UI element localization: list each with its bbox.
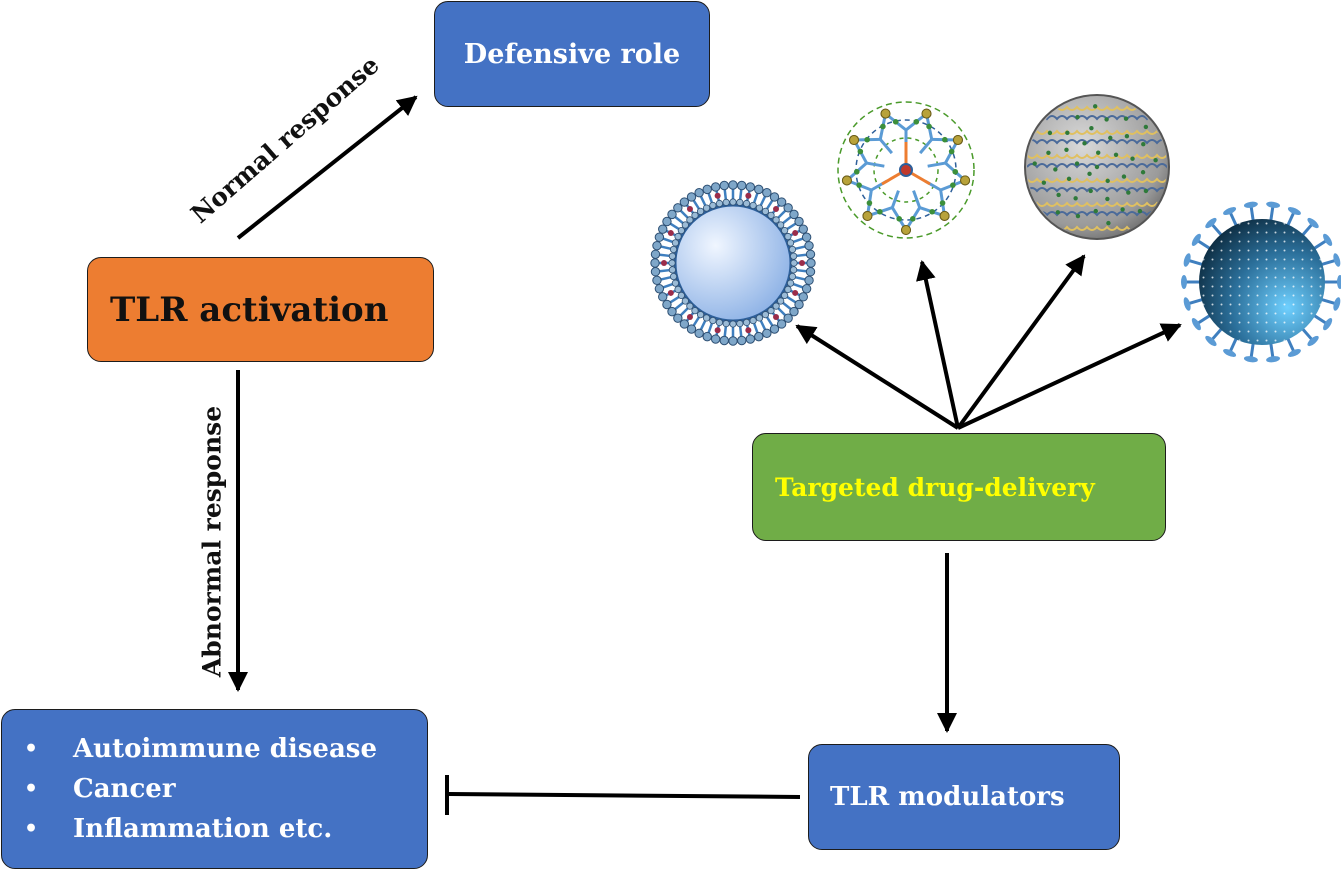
arrow-to-liposome [795, 324, 960, 430]
liposome-icon [650, 180, 816, 346]
defensive-role-label: Defensive role [463, 38, 681, 70]
polymeric-nanoparticle-icon [1024, 94, 1170, 240]
disease-item-inflammation: Inflammation etc. [24, 809, 377, 849]
virus-like-particle-icon [1181, 201, 1341, 363]
disease-list-box: Autoimmune disease Cancer Inflammation e… [1, 709, 428, 869]
arrow-to-dendrimer [916, 260, 960, 429]
normal-response-arrow [236, 95, 418, 240]
disease-item-cancer: Cancer [24, 769, 377, 809]
tlr-activation-label: TLR activation [110, 289, 389, 330]
disease-item-autoimmune: Autoimmune disease [24, 729, 377, 769]
arrow-to-polymeric [956, 254, 1086, 430]
dendrimer-icon [837, 101, 975, 239]
tlr-activation-box: TLR activation [87, 257, 434, 362]
tlr-modulators-box: TLR modulators [808, 744, 1120, 850]
tlr-modulators-label: TLR modulators [830, 782, 1065, 812]
targeted-drug-delivery-label: Targeted drug-delivery [775, 472, 1095, 502]
arrow-to-virus [957, 323, 1182, 430]
disease-list: Autoimmune disease Cancer Inflammation e… [2, 729, 377, 849]
abnormal-response-label: Abnormal response [197, 405, 227, 678]
defensive-role-box: Defensive role [434, 1, 710, 107]
targeted-drug-delivery-box: Targeted drug-delivery [752, 433, 1166, 541]
inhibition-line [448, 792, 801, 799]
